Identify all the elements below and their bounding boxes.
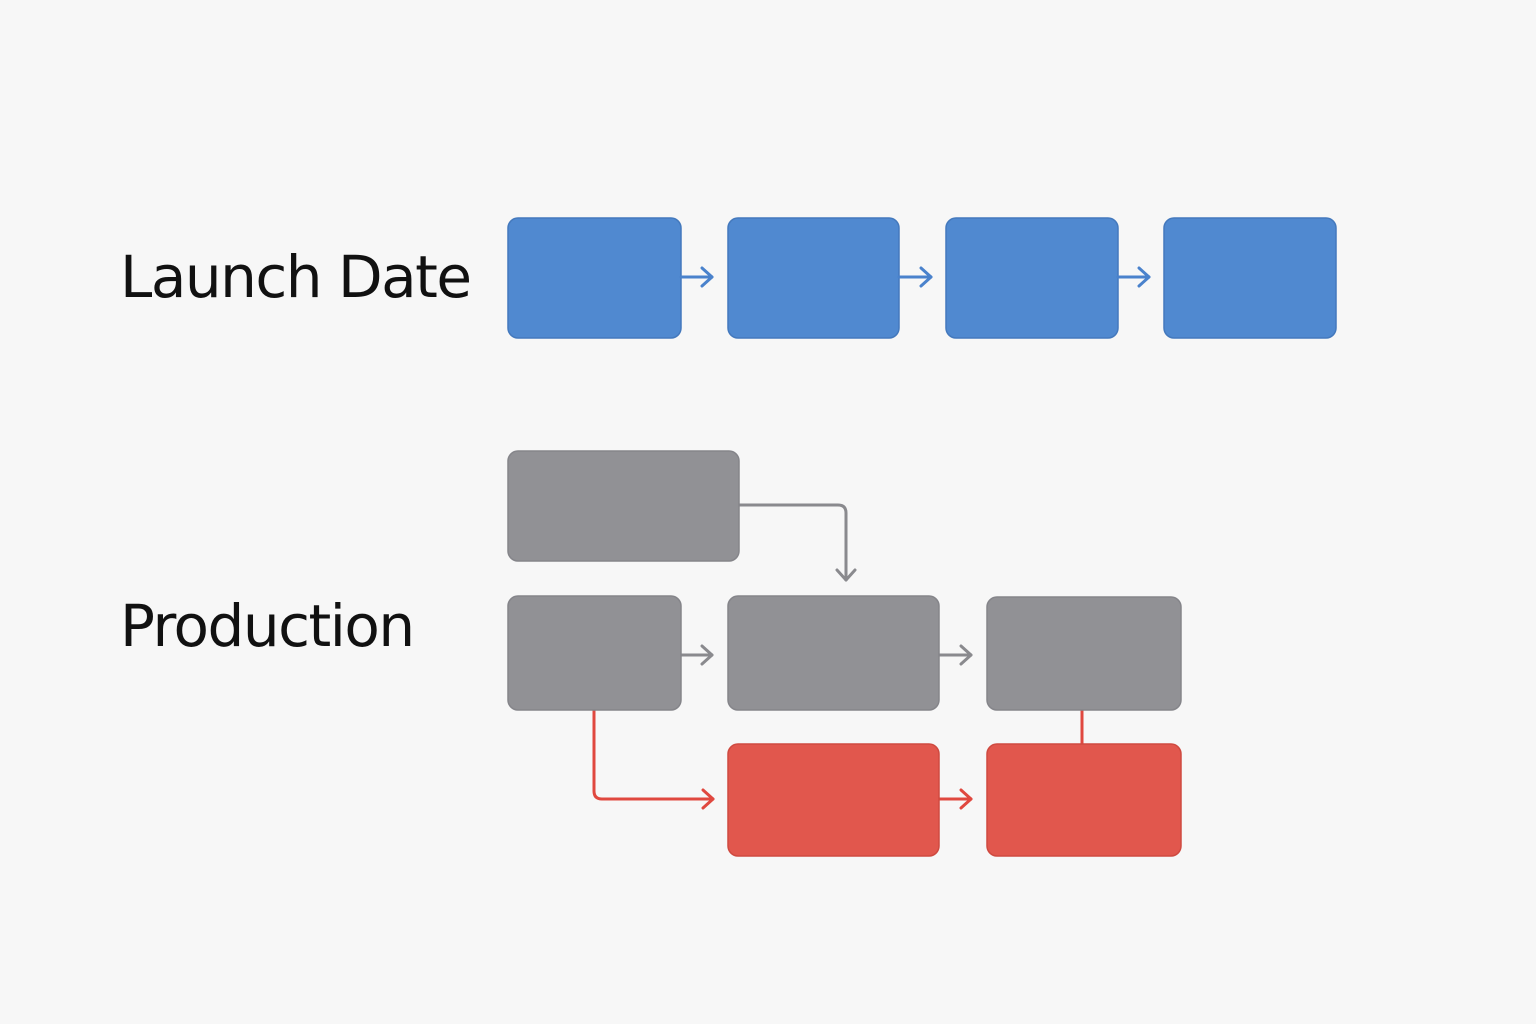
launch-date-row bbox=[507, 217, 1337, 339]
critical-path-box-2[interactable] bbox=[986, 743, 1182, 857]
production-arrow-top-to-middle bbox=[737, 503, 857, 582]
production-task-box-2[interactable] bbox=[727, 595, 940, 711]
launch-task-box-2[interactable] bbox=[727, 217, 900, 339]
critical-path-arrow-branch bbox=[592, 708, 715, 810]
launch-task-box-4[interactable] bbox=[1163, 217, 1337, 339]
launch-date-label: Launch Date bbox=[120, 243, 472, 311]
production-row bbox=[507, 450, 1182, 857]
production-task-box-1[interactable] bbox=[507, 595, 682, 711]
critical-path-box-1[interactable] bbox=[727, 743, 940, 857]
production-task-box-3[interactable] bbox=[986, 596, 1182, 711]
production-label: Production bbox=[120, 592, 415, 660]
production-task-box-top[interactable] bbox=[507, 450, 740, 562]
launch-task-box-1[interactable] bbox=[507, 217, 682, 339]
launch-task-box-3[interactable] bbox=[945, 217, 1119, 339]
